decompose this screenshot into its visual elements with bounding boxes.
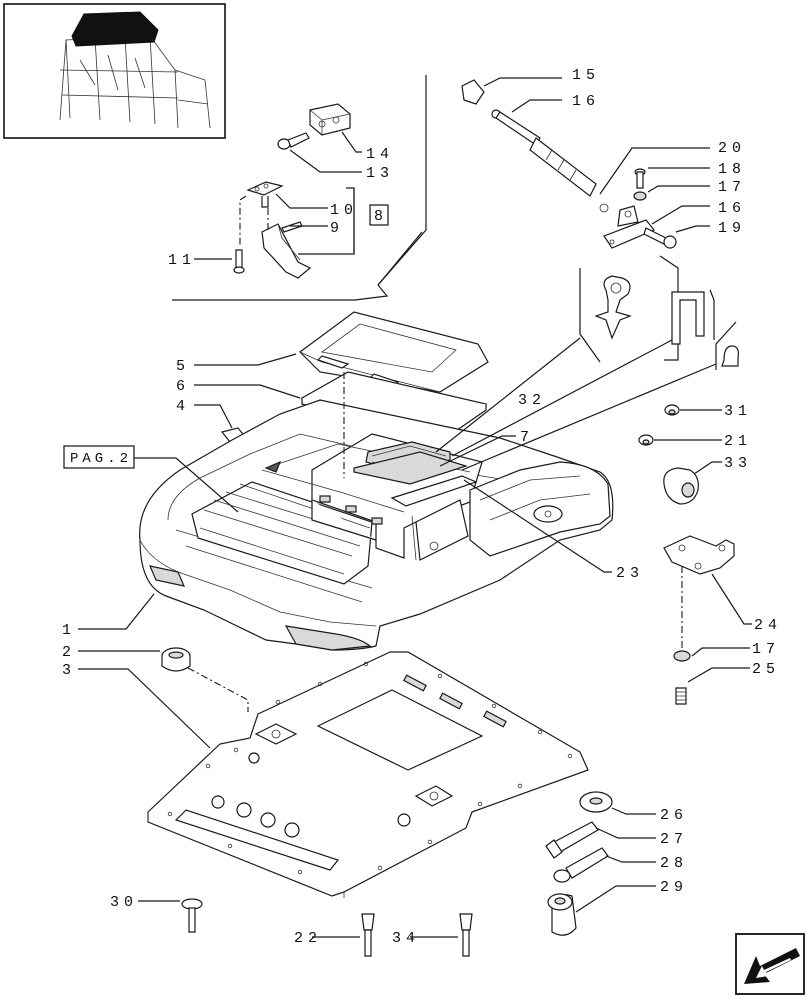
part-3-floor-panel <box>147 651 589 898</box>
label-20[interactable]: 20 <box>718 140 746 157</box>
label-2[interactable]: 2 <box>62 644 76 661</box>
label-6[interactable]: 6 <box>176 378 190 395</box>
part-26-washer <box>579 791 613 813</box>
edge-trim-detail <box>671 291 705 345</box>
label-14[interactable]: 15 <box>572 67 600 84</box>
seal-profile-detail <box>594 275 632 340</box>
label-10[interactable]: 10 <box>330 202 358 219</box>
label-27[interactable]: 27 <box>660 831 688 848</box>
callout-labels: 15 16 14 13 20 18 17 16 19 10 9 8 11 5 6… <box>62 67 782 947</box>
label-16[interactable]: 16 <box>718 200 746 217</box>
part-29-nut <box>547 893 577 936</box>
label-13[interactable]: 14 <box>366 146 394 163</box>
clip-detail <box>721 345 739 367</box>
page-reference-text: PAG.2 <box>70 451 132 467</box>
label-3[interactable]: 3 <box>62 662 76 679</box>
label-1[interactable]: 1 <box>62 622 76 639</box>
label-9[interactable]: 9 <box>330 220 344 237</box>
label-32[interactable]: 32 <box>518 392 546 409</box>
part-10-bracket <box>246 181 284 208</box>
label-15[interactable]: 16 <box>572 93 600 110</box>
label-4[interactable]: 4 <box>176 398 190 415</box>
part-2-bushing <box>161 647 191 672</box>
label-26[interactable]: 26 <box>660 807 688 824</box>
part-17-washer <box>633 191 647 201</box>
label-30[interactable]: 30 <box>110 894 138 911</box>
page-reference-link[interactable]: PAG.2 <box>63 445 135 469</box>
part-28-bolt <box>553 847 609 883</box>
label-7[interactable]: 7 <box>520 429 534 446</box>
part-31-grommet <box>664 404 680 416</box>
part-17-washer-b <box>673 650 691 662</box>
label-25[interactable]: 25 <box>752 661 780 678</box>
label-17-bottom[interactable]: 17 <box>752 641 780 658</box>
label-21[interactable]: 21 <box>724 433 752 450</box>
label-24[interactable]: 24 <box>754 617 782 634</box>
arrow-return-icon[interactable] <box>735 933 805 995</box>
part-25-screw <box>675 687 687 705</box>
part-9-latch <box>261 221 312 279</box>
label-18[interactable]: 18 <box>718 161 746 178</box>
label-34[interactable]: 34 <box>392 930 420 947</box>
label-11[interactable]: 11 <box>168 252 196 269</box>
tractor-thumbnail[interactable] <box>3 3 226 139</box>
part-1-roof <box>139 399 614 651</box>
part-19-pin <box>643 227 677 249</box>
part-16-hinge <box>603 205 655 249</box>
part-30-plug <box>181 898 203 933</box>
label-17-top[interactable]: 17 <box>718 179 746 196</box>
part-5-hatch <box>299 311 489 393</box>
part-27-bolt <box>545 821 599 859</box>
label-19[interactable]: 19 <box>718 220 746 237</box>
part-11-screw <box>233 249 245 274</box>
label-22[interactable]: 22 <box>294 930 322 947</box>
part-15-gas-strut <box>491 109 597 197</box>
part-24-bracket <box>663 535 735 575</box>
part-22-rivet <box>361 913 375 957</box>
label-33[interactable]: 33 <box>724 455 752 472</box>
label-31[interactable]: 31 <box>724 403 752 420</box>
part-13-block <box>309 103 351 136</box>
label-23[interactable]: 23 <box>616 565 644 582</box>
label-5[interactable]: 5 <box>176 358 190 375</box>
part-21-grommet <box>638 434 654 446</box>
part-33-spacer <box>663 467 699 505</box>
part-18-bolt <box>634 168 646 189</box>
label-29[interactable]: 29 <box>660 879 688 896</box>
label-28[interactable]: 28 <box>660 855 688 872</box>
label-12[interactable]: 13 <box>366 165 394 182</box>
part-34-rivet <box>459 913 473 957</box>
group-marker-8[interactable]: 8 <box>374 208 388 225</box>
part-12-screw <box>277 132 310 150</box>
part-14-end <box>461 79 485 105</box>
